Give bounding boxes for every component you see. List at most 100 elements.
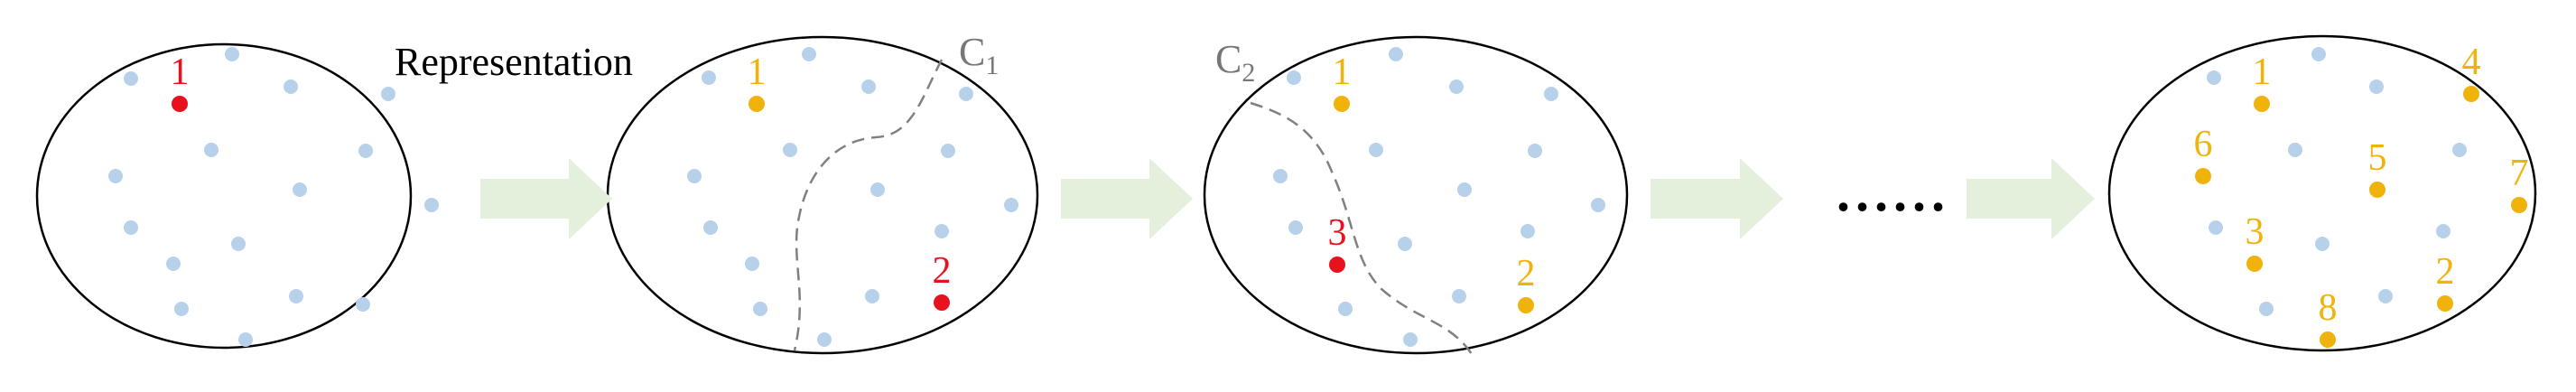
data-point <box>2452 143 2467 157</box>
sample-point-1 <box>749 96 765 112</box>
representation-caption: Representation <box>395 40 633 84</box>
data-point <box>358 144 373 158</box>
data-point <box>2436 224 2450 238</box>
sample-point-2 <box>1518 297 1534 313</box>
cut-line-c2 <box>1250 101 1474 355</box>
data-point <box>783 143 797 157</box>
data-point <box>935 224 949 238</box>
data-point <box>1591 198 1605 212</box>
sample-point-2 <box>934 294 950 311</box>
continuation-ellipsis: ...... <box>1837 163 1950 222</box>
data-point <box>356 297 370 312</box>
data-point <box>2209 220 2223 235</box>
data-point <box>941 144 955 158</box>
data-point <box>1389 47 1403 61</box>
data-point <box>2207 70 2221 85</box>
sample-point-1 <box>2254 96 2270 112</box>
data-point <box>1004 198 1018 212</box>
arrow-4 <box>1967 158 2095 239</box>
sample-label-2: 2 <box>2436 251 2455 293</box>
embedding-space-2 <box>606 35 1039 355</box>
data-point <box>1369 143 1383 157</box>
data-point <box>174 302 189 316</box>
samples-layer: 1 1 2 1 3 2 1 4 6 5 7 3 2 8 <box>171 42 2529 348</box>
data-point <box>231 237 246 251</box>
data-point <box>1398 237 1412 251</box>
data-point <box>1520 224 1535 238</box>
data-point <box>1528 144 1542 158</box>
sample-label-2: 2 <box>933 250 952 292</box>
data-point <box>1457 182 1472 197</box>
sample-point-4 <box>2463 86 2479 102</box>
arrow-2 <box>1061 158 1193 239</box>
data-point <box>124 220 138 235</box>
sample-label-2: 2 <box>1517 253 1536 294</box>
embedding-space-3 <box>1203 35 1629 355</box>
data-point <box>1338 302 1353 316</box>
sample-point-3 <box>2246 256 2263 272</box>
sample-point-1 <box>1334 96 1350 112</box>
sample-label-3: 3 <box>2246 211 2264 253</box>
cut-label-c1: C1 <box>959 30 999 80</box>
data-point <box>703 220 718 235</box>
sample-label-3: 3 <box>1328 212 1347 254</box>
cut-label-c2: C2 <box>1215 37 1255 88</box>
data-point <box>817 332 832 347</box>
sample-point-1 <box>172 96 188 112</box>
data-point <box>124 71 138 86</box>
arrow-3 <box>1651 158 1783 239</box>
arrow-1 <box>480 158 612 239</box>
points-layer <box>108 47 2467 347</box>
data-point <box>1452 289 1466 303</box>
data-point <box>959 87 973 101</box>
embedding-space-1 <box>35 42 413 350</box>
cut-line-c1 <box>793 59 944 351</box>
data-point <box>284 79 298 94</box>
sample-label-8: 8 <box>2319 287 2338 329</box>
data-point <box>204 143 219 157</box>
data-point <box>861 79 876 94</box>
sample-label-6: 6 <box>2194 124 2213 165</box>
data-point <box>424 198 439 212</box>
data-point <box>108 169 123 183</box>
data-point <box>225 47 239 61</box>
sample-point-6 <box>2195 168 2211 184</box>
data-point <box>289 289 303 303</box>
data-point <box>1403 332 1418 347</box>
sample-label-1: 1 <box>171 51 190 93</box>
sample-label-1: 1 <box>1333 51 1352 93</box>
sample-label-1: 1 <box>2253 51 2272 93</box>
data-point <box>1273 169 1288 183</box>
sample-label-4: 4 <box>2462 42 2481 83</box>
sample-label-1: 1 <box>748 51 767 93</box>
data-point <box>1287 70 1301 85</box>
data-point <box>2288 143 2302 157</box>
sample-point-8 <box>2320 331 2336 348</box>
data-point <box>166 257 181 271</box>
data-point <box>1288 220 1303 235</box>
data-point <box>802 47 816 61</box>
embedding-space-4 <box>2107 34 2537 352</box>
data-point <box>687 169 702 183</box>
data-point <box>2315 237 2330 251</box>
sample-point-7 <box>2511 197 2527 213</box>
sample-point-5 <box>2369 182 2385 198</box>
data-point <box>870 182 885 197</box>
data-point <box>865 289 879 303</box>
data-point <box>381 87 395 101</box>
data-point <box>2311 47 2326 61</box>
data-point <box>2369 79 2384 94</box>
data-point <box>238 332 253 347</box>
data-point <box>753 302 767 316</box>
data-point <box>702 70 716 85</box>
data-point <box>2259 302 2274 316</box>
data-point <box>745 257 759 271</box>
sample-label-5: 5 <box>2368 137 2387 179</box>
sample-label-7: 7 <box>2510 153 2529 194</box>
sample-point-2 <box>2437 295 2453 312</box>
data-point <box>1544 87 1558 101</box>
data-point <box>2378 289 2393 303</box>
data-point <box>293 182 307 197</box>
